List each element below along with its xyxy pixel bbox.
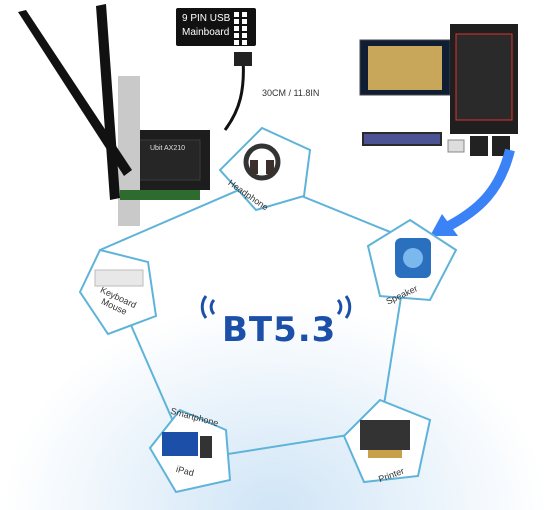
computer-setup <box>359 24 518 156</box>
usb-cable <box>223 57 245 131</box>
pcie-card: Ubit AX210 <box>118 76 210 226</box>
usb-connector <box>234 52 252 66</box>
device-printer <box>342 398 432 484</box>
antennas <box>18 4 132 200</box>
arrow <box>442 148 515 233</box>
wave-right-icon <box>336 295 352 319</box>
printer-icon <box>360 420 410 450</box>
device-smartphone <box>148 408 232 494</box>
headphone-icon <box>243 143 281 181</box>
bt-version: BT5.3 <box>222 310 337 350</box>
device-headphone <box>218 126 312 212</box>
usb-label-line1: 9 PIN USB <box>182 13 231 24</box>
arrow-head <box>430 214 458 236</box>
phone-icon <box>200 436 212 458</box>
tablet-icon <box>162 432 198 456</box>
device-speaker <box>366 218 458 302</box>
keyboard-icon <box>94 269 144 287</box>
card-brand: Ubit AX210 <box>150 145 185 152</box>
background-glow <box>0 300 550 510</box>
wave-left-icon <box>200 295 216 319</box>
device-keyboard <box>78 248 158 336</box>
usb-pins-icon <box>234 12 248 45</box>
usb-label-line2: Mainboard <box>182 27 230 38</box>
cable-length: 30CM / 11.8IN <box>262 88 320 98</box>
